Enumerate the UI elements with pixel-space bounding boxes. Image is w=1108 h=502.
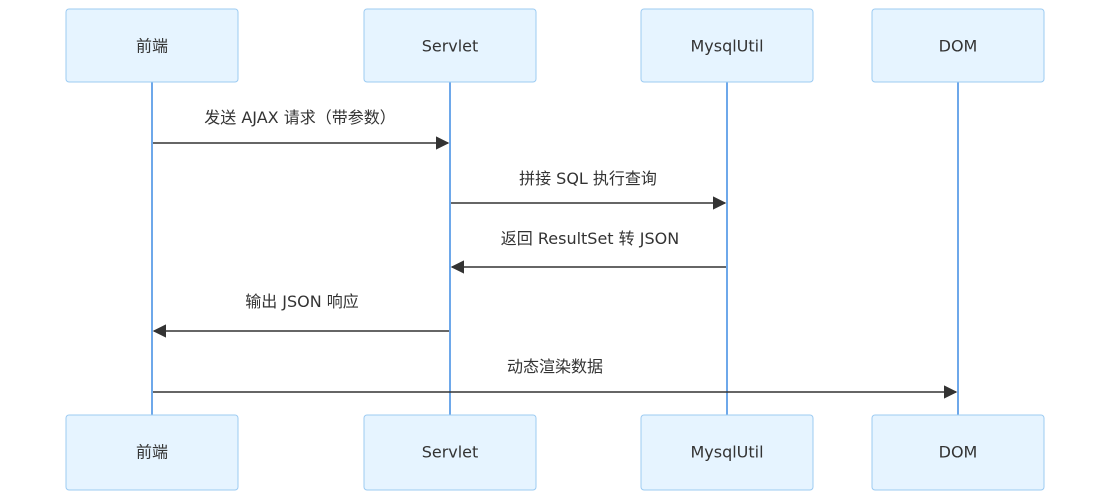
message-label: 发送 AJAX 请求（带参数） [204,108,395,127]
actor-dom-bottom: DOM [871,414,1045,491]
actor-label: DOM [939,37,978,56]
message-send-ajax-request: 发送 AJAX 请求（带参数） [153,108,450,150]
actor-label: MysqlUtil [690,443,763,462]
actor-mysqlutil-top: MysqlUtil [640,8,814,83]
actor-servlet-top: Servlet [363,8,537,83]
actor-label: 前端 [136,443,168,462]
message-output-json-response: 输出 JSON 响应 [152,292,449,338]
message-execute-sql-query: 拼接 SQL 执行查询 [451,169,727,210]
message-label: 返回 ResultSet 转 JSON [501,229,679,248]
message-label: 动态渲染数据 [507,357,603,376]
actor-label: MysqlUtil [690,37,763,56]
message-label: 输出 JSON 响应 [245,292,359,311]
actor-frontend-bottom: 前端 [65,414,239,491]
message-return-resultset-json: 返回 ResultSet 转 JSON [450,229,726,274]
actor-dom-top: DOM [871,8,1045,83]
actor-label: 前端 [136,37,168,56]
actor-frontend-top: 前端 [65,8,239,83]
actor-label: Servlet [422,443,479,462]
actor-servlet-bottom: Servlet [363,414,537,491]
message-dynamic-render-data: 动态渲染数据 [153,357,958,399]
actor-mysqlutil-bottom: MysqlUtil [640,414,814,491]
actor-label: Servlet [422,37,479,56]
actor-label: DOM [939,443,978,462]
message-label: 拼接 SQL 执行查询 [519,169,657,188]
